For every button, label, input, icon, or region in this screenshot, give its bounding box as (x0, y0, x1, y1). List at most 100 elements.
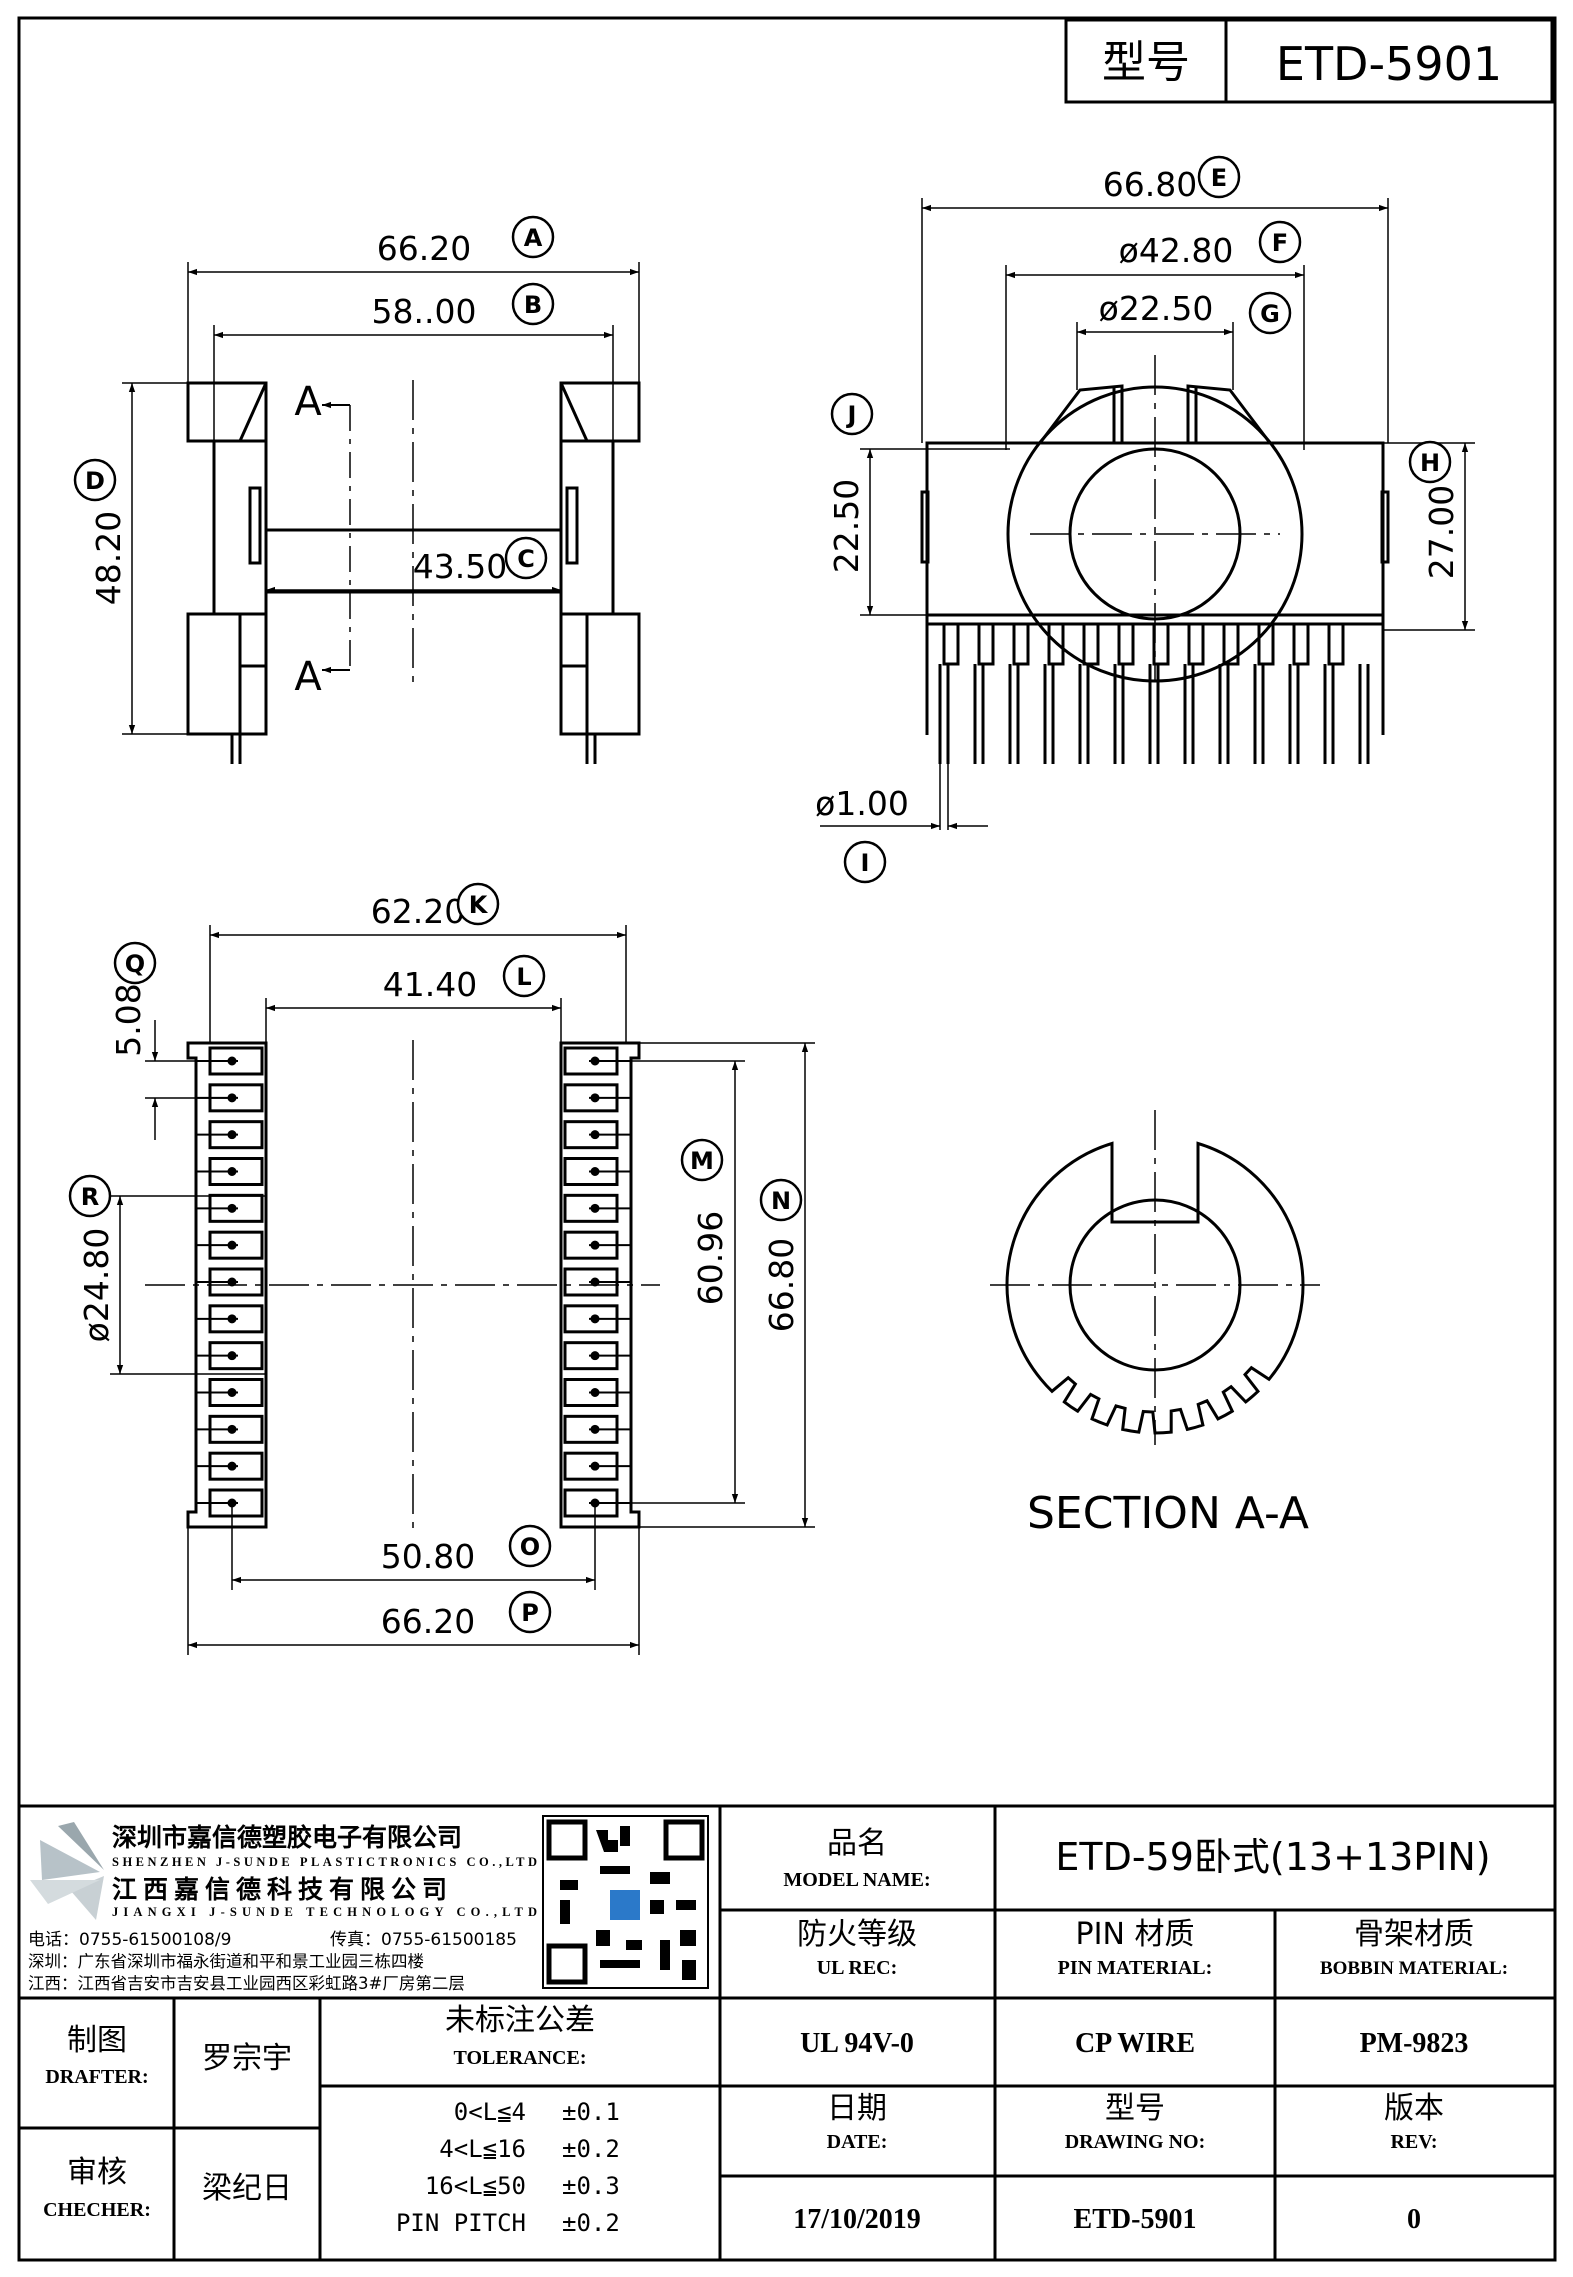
tolerance-value-4: ±0.2 (562, 2209, 620, 2237)
marker-g: G (1248, 291, 1292, 335)
tolerance-value-3: ±0.3 (562, 2172, 620, 2200)
date-value: 17/10/2019 (793, 2204, 921, 2235)
pin-pad-left (196, 1193, 264, 1223)
header-model-box: 型号 ETD-5901 (1064, 18, 1554, 104)
svg-text:G: G (1260, 300, 1280, 328)
dim-C-value: 43.50 (413, 547, 507, 586)
pin-pad-left (196, 1267, 264, 1297)
date-label-cn: 日期 (827, 2091, 887, 2126)
dim-K-value: 62.20 (371, 892, 465, 931)
header-model-value: ETD-5901 (1276, 37, 1502, 91)
svg-text:F: F (1272, 229, 1288, 257)
svg-text:N: N (771, 1187, 791, 1215)
company-info: 深圳市嘉信德塑胶电子有限公司 SHENZHEN J-SUNDE PLASTICT… (28, 1823, 537, 1993)
header-model-label: 型号 (1102, 37, 1190, 88)
pin-pad-left (196, 1378, 264, 1407)
tolerance-range-2: 4<L≦16 (439, 2135, 526, 2163)
svg-text:A: A (524, 224, 543, 252)
pin-pad-right (563, 1157, 631, 1186)
revision-label-en: REV: (1390, 2131, 1437, 2153)
pin-pad-right (563, 1378, 631, 1407)
svg-text:B: B (524, 291, 542, 319)
date-label-en: DATE: (827, 2131, 888, 2153)
drawing-no-label-en: DRAWING NO: (1065, 2131, 1206, 2153)
drawing-no-value: ETD-5901 (1074, 2204, 1197, 2235)
svg-text:J: J (846, 401, 857, 429)
section-view (990, 1110, 1320, 1445)
model-name-label-en: MODEL NAME: (783, 1869, 930, 1891)
pin-pad-left (196, 1230, 264, 1260)
pin-pad-left (196, 1488, 264, 1518)
drafter-label-en: DRAFTER: (45, 2066, 148, 2088)
marker-q: Q (113, 941, 157, 985)
bobbin-material-value: PM-9823 (1360, 2028, 1469, 2059)
marker-b: B (511, 282, 555, 326)
pin-pad-left (196, 1414, 264, 1444)
marker-k: K (456, 882, 500, 926)
pin-pad-right (563, 1414, 631, 1444)
dim-F-value: ø42.80 (1119, 231, 1234, 270)
tolerance-value-2: ±0.2 (562, 2135, 620, 2163)
tolerance-range-3: 16<L≦50 (425, 2172, 526, 2200)
svg-text:Q: Q (125, 950, 145, 978)
pin-pad-left (196, 1157, 264, 1186)
marker-p: P (508, 1590, 552, 1634)
marker-d: D (73, 458, 117, 502)
dim-L-value: 41.40 (383, 965, 477, 1004)
marker-j: J (830, 392, 874, 436)
svg-text:C: C (517, 545, 535, 573)
ul-value: UL 94V-0 (800, 2028, 914, 2059)
front-view (920, 355, 1390, 764)
dim-G-value: ø22.50 (1099, 289, 1214, 328)
bottom-view (145, 1040, 660, 1530)
pin-pad-right (563, 1120, 631, 1150)
company-fax: 传真：0755-61500185 (330, 1930, 517, 1950)
drafter-value: 罗宗宇 (202, 2041, 292, 2076)
dim-lines-bottom (110, 925, 815, 1655)
section-mark-bottom: A (294, 654, 322, 700)
tolerance-value-1: ±0.1 (562, 2098, 620, 2126)
checker-value: 梁纪日 (202, 2171, 292, 2206)
pin-pad-left (196, 1304, 264, 1334)
company-name-cn-1: 深圳市嘉信德塑胶电子有限公司 (112, 1823, 462, 1852)
tolerance-range-1: 0<L≦4 (454, 2098, 526, 2126)
pin-pad-right (563, 1304, 631, 1334)
dim-P-value: 66.20 (381, 1602, 475, 1641)
tolerance-range-4: PIN PITCH (396, 2209, 526, 2237)
company-name-en-1: SHENZHEN J-SUNDE PLASTICTRONICS CO.,LTD (112, 1855, 537, 1869)
pin-material-label-cn: PIN 材质 (1076, 1917, 1195, 1952)
left-pin-group (196, 1046, 264, 1518)
revision-label-cn: 版本 (1384, 2091, 1444, 2126)
marker-e: E (1197, 155, 1241, 199)
dim-E-value: 66.80 (1103, 165, 1197, 204)
pin-material-value: CP WIRE (1075, 2028, 1195, 2059)
pin-pad-right (563, 1451, 631, 1481)
tolerance-label-cn: 未标注公差 (445, 2003, 595, 2038)
company-name-cn-2: 江西嘉信德科技有限公司 (112, 1875, 453, 1904)
marker-r: R (68, 1174, 112, 1218)
model-name-label-cn: 品名 (827, 1826, 887, 1861)
company-address-jiangxi: 江西：江西省吉安市吉安县工业园西区彩虹路3#厂房第二层 (28, 1974, 465, 1993)
pin-pad-right (563, 1083, 631, 1113)
dim-D-value: 48.20 (89, 511, 128, 605)
marker-c: C (504, 536, 548, 580)
pin-pad-left (196, 1451, 264, 1481)
dim-lines-front (820, 198, 1475, 830)
dim-H-value: 27.00 (1422, 485, 1461, 579)
svg-text:P: P (521, 1599, 539, 1627)
bobbin-material-label-en: BOBBIN MATERIAL: (1320, 1958, 1508, 1979)
ul-label-cn: 防火等级 (797, 1917, 917, 1952)
dim-R-value: ø24.80 (77, 1228, 116, 1343)
sheet-border (17, 16, 1557, 2262)
company-phone: 电话：0755-61500108/9 (28, 1930, 231, 1950)
pin-pad-right (563, 1230, 631, 1260)
drafter-label-cn: 制图 (67, 2023, 127, 2058)
pin-pad-right (563, 1341, 631, 1371)
drawing-no-label-cn: 型号 (1105, 2091, 1165, 2126)
svg-text:H: H (1420, 449, 1440, 477)
title-block (19, 1804, 1555, 2260)
pin-row-front (938, 624, 1370, 764)
model-name-value: ETD-59卧式(13+13PIN) (1055, 1835, 1490, 1879)
marker-o: O (508, 1524, 552, 1568)
